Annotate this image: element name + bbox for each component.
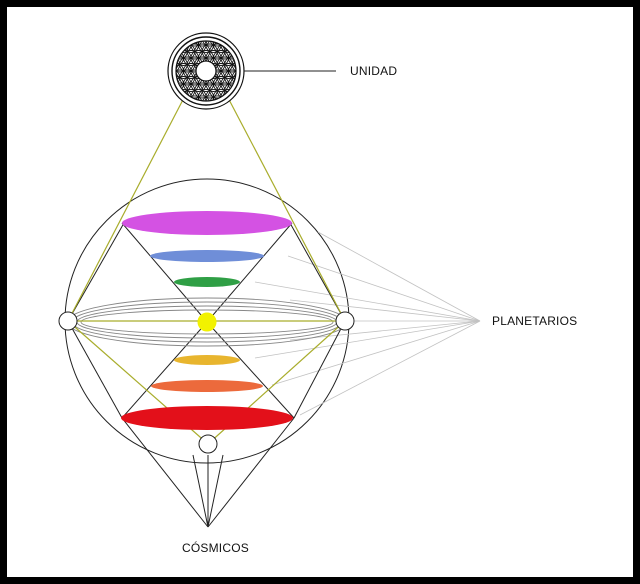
flower-petal-circle [194, 41, 211, 47]
flower-petal-circle [186, 41, 203, 47]
diagram-canvas [7, 7, 633, 577]
label-cosmicos: CÓSMICOS [182, 541, 249, 555]
cosmicos-cone [121, 417, 295, 528]
band-yellow [174, 355, 240, 365]
label-unidad: UNIDAD [350, 64, 398, 78]
flower-petal-circle [201, 41, 218, 47]
flower-petal-circle [201, 95, 218, 101]
flower-petal-circle [209, 41, 226, 47]
band-blue [150, 250, 264, 262]
band-red [121, 406, 293, 430]
band-magenta [122, 211, 292, 235]
flower-petal-circle [186, 95, 203, 101]
flower-of-life-icon [167, 32, 245, 110]
upper-cone [121, 222, 293, 323]
flower-petal-circle [209, 95, 226, 101]
band-orange [151, 380, 263, 392]
planetarios-pointer-lines [254, 231, 481, 416]
flower-petal-circle [194, 95, 211, 101]
band-green [174, 277, 240, 287]
bottom-node [198, 434, 218, 454]
label-planetarios: PLANETARIOS [492, 314, 578, 328]
right-node [335, 311, 355, 331]
left-node [58, 311, 78, 331]
center-sun [197, 312, 217, 332]
